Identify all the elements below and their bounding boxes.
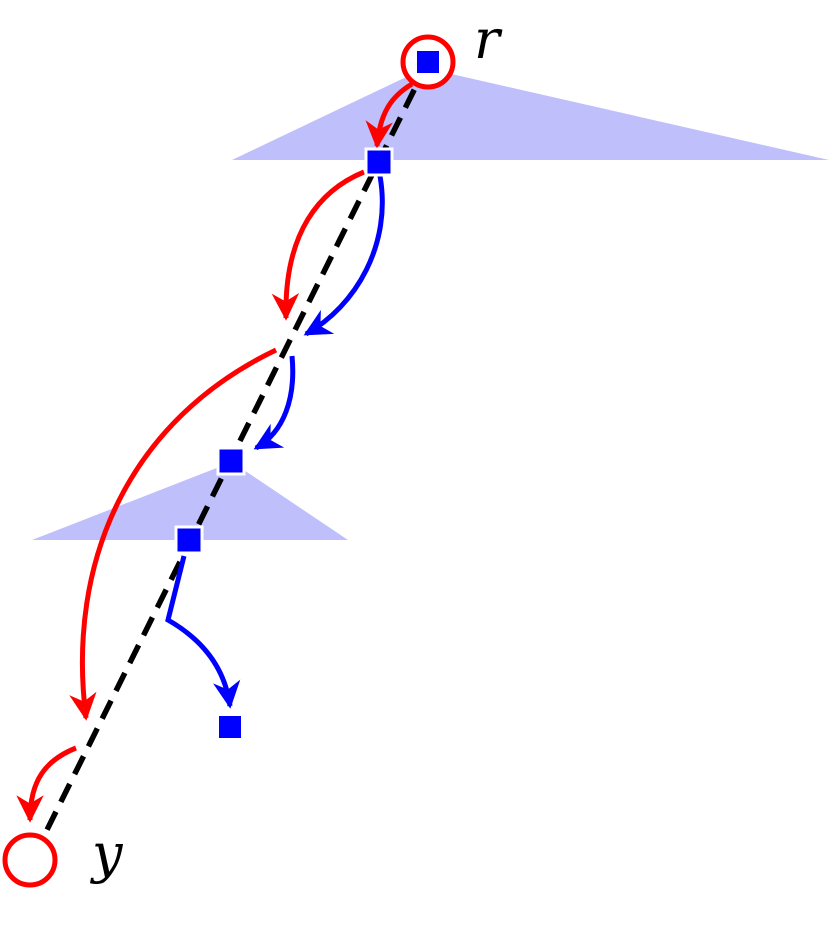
target-label-y: y xyxy=(90,822,124,885)
red-arrow-4 xyxy=(16,745,77,823)
red-arrow-3 xyxy=(69,347,278,721)
root-label-r: r xyxy=(474,8,503,71)
root-square-node xyxy=(417,51,439,73)
square-node-1 xyxy=(364,147,394,177)
upper-subtree-triangle xyxy=(232,68,829,160)
red-arrow-2 xyxy=(271,169,365,321)
square-node-4 xyxy=(219,716,241,738)
target-node-circle xyxy=(2,832,58,888)
blue-arrow-1 xyxy=(303,175,385,337)
blue-arrow-3 xyxy=(165,555,241,709)
blue-arrow-2 xyxy=(253,355,296,451)
red-arrow-1 xyxy=(365,81,414,149)
square-node-2 xyxy=(216,446,246,476)
square-node-3 xyxy=(174,525,204,555)
